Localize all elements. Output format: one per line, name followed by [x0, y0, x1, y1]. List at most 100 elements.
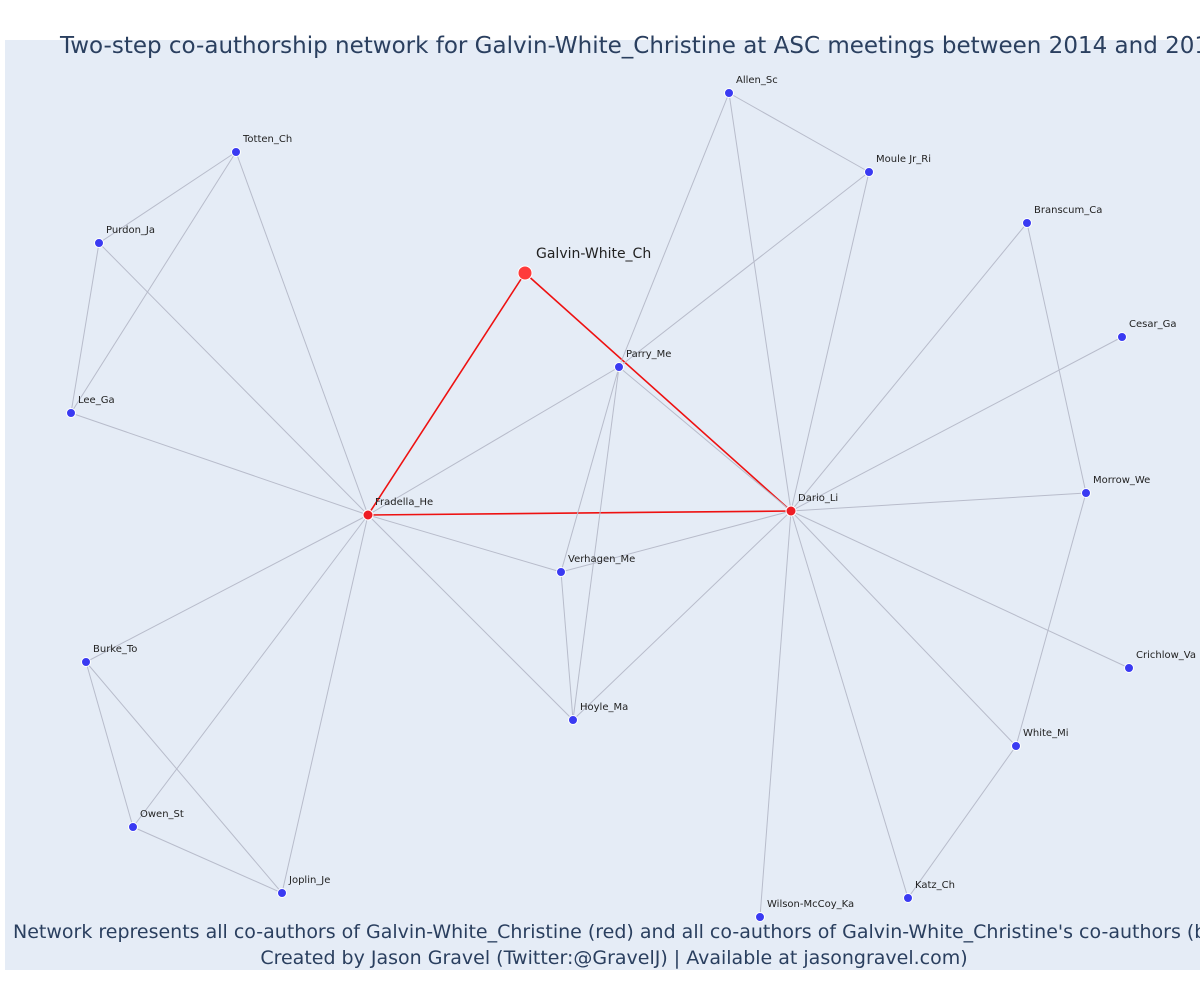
- edge-dario-branscum: [790, 222, 1028, 512]
- node-morrow[interactable]: Morrow_We: [1081, 475, 1151, 498]
- edge-fradella-parry: [367, 366, 620, 516]
- node-marker-lee[interactable]: [66, 408, 76, 418]
- node-marker-crichlow[interactable]: [1124, 663, 1134, 673]
- edge-dario-crichlow: [790, 510, 1130, 669]
- edge-allen-parry: [618, 92, 730, 368]
- node-wilson[interactable]: Wilson-McCoy_Ka: [755, 899, 855, 922]
- node-marker-fradella[interactable]: [362, 509, 374, 521]
- edge-dario-white: [790, 510, 1017, 747]
- node-label-crichlow: Crichlow_Va: [1136, 650, 1196, 661]
- node-marker-morrow[interactable]: [1081, 488, 1091, 498]
- node-dario[interactable]: Dario_Li: [785, 493, 838, 517]
- node-label-owen: Owen_St: [140, 809, 184, 820]
- node-label-moule: Moule Jr_Ri: [876, 154, 931, 165]
- node-marker-branscum[interactable]: [1022, 218, 1032, 228]
- node-hoyle[interactable]: Hoyle_Ma: [568, 702, 629, 725]
- caption-line-1: Network represents all co-authors of Gal…: [13, 921, 1200, 943]
- node-label-totten: Totten_Ch: [242, 134, 292, 145]
- edge-burke-joplin: [85, 661, 283, 894]
- edge-dario-allen: [728, 92, 792, 512]
- node-marker-purdon[interactable]: [94, 238, 104, 248]
- edge-totten-lee: [70, 151, 237, 414]
- node-label-verhagen: Verhagen_Me: [568, 554, 635, 565]
- node-branscum[interactable]: Branscum_Ca: [1022, 205, 1103, 228]
- edge-dario-wilson: [759, 510, 792, 918]
- edge-dario-hoyle: [572, 510, 792, 721]
- node-purdon[interactable]: Purdon_Ja: [94, 225, 156, 248]
- edge-purdon-lee: [70, 242, 100, 414]
- edge-fradella-totten: [235, 151, 369, 516]
- edge-dario-cesar: [790, 336, 1123, 512]
- node-marker-dario[interactable]: [785, 505, 797, 517]
- edge-fradella-joplin: [281, 514, 369, 894]
- caption-line-2: Created by Jason Gravel (Twitter:@Gravel…: [260, 947, 967, 969]
- node-parry[interactable]: Parry_Me: [614, 349, 672, 372]
- node-joplin[interactable]: Joplin_Je: [277, 875, 331, 898]
- edge-parry-verhagen: [560, 366, 620, 573]
- node-label-dario: Dario_Li: [798, 493, 838, 504]
- node-marker-moule[interactable]: [864, 167, 874, 177]
- edge-galvin-fradella: [367, 272, 526, 516]
- edge-fradella-purdon: [98, 242, 369, 516]
- node-label-fradella: Fradella_He: [375, 497, 433, 508]
- node-burke[interactable]: Burke_To: [81, 644, 138, 667]
- node-marker-burke[interactable]: [81, 657, 91, 667]
- node-label-branscum: Branscum_Ca: [1034, 205, 1102, 216]
- edge-allen-moule: [728, 92, 870, 173]
- node-marker-galvin[interactable]: [517, 265, 533, 281]
- edge-dario-moule: [790, 171, 870, 512]
- edge-burke-owen: [85, 661, 134, 828]
- node-marker-cesar[interactable]: [1117, 332, 1127, 342]
- node-label-white: White_Mi: [1023, 728, 1068, 739]
- edge-moule-parry: [618, 171, 870, 368]
- edge-parry-hoyle: [572, 366, 620, 721]
- node-marker-hoyle[interactable]: [568, 715, 578, 725]
- node-katz[interactable]: Katz_Ch: [903, 880, 956, 903]
- edge-dario-katz: [790, 510, 909, 899]
- edge-dario-verhagen: [560, 510, 792, 573]
- edge-dario-parry: [618, 366, 792, 512]
- node-fradella[interactable]: Fradella_He: [362, 497, 433, 521]
- node-marker-joplin[interactable]: [277, 888, 287, 898]
- node-crichlow[interactable]: Crichlow_Va: [1124, 650, 1196, 673]
- edge-fradella-burke: [85, 514, 369, 663]
- edge-white-katz: [907, 745, 1017, 899]
- node-marker-white[interactable]: [1011, 741, 1021, 751]
- edge-fradella-verhagen: [367, 514, 562, 573]
- node-label-wilson: Wilson-McCoy_Ka: [767, 899, 854, 910]
- node-marker-owen[interactable]: [128, 822, 138, 832]
- node-label-cesar: Cesar_Ga: [1129, 319, 1176, 330]
- node-owen[interactable]: Owen_St: [128, 809, 184, 832]
- edge-totten-purdon: [98, 151, 237, 244]
- node-label-lee: Lee_Ga: [78, 395, 115, 406]
- node-verhagen[interactable]: Verhagen_Me: [556, 554, 636, 577]
- plot-background: [5, 40, 1200, 970]
- node-marker-allen[interactable]: [724, 88, 734, 98]
- edge-layer: [70, 92, 1130, 918]
- node-label-galvin: Galvin-White_Ch: [536, 246, 651, 262]
- node-allen[interactable]: Allen_Sc: [724, 75, 778, 98]
- edge-fradella-hoyle: [367, 514, 574, 721]
- node-label-allen: Allen_Sc: [736, 75, 778, 86]
- node-marker-wilson[interactable]: [755, 912, 765, 922]
- figure-title: Two-step co-authorship network for Galvi…: [59, 33, 1200, 59]
- node-totten[interactable]: Totten_Ch: [231, 134, 293, 157]
- node-label-katz: Katz_Ch: [915, 880, 955, 891]
- node-galvin[interactable]: Galvin-White_Ch: [517, 246, 651, 281]
- edge-fradella-dario: [367, 510, 792, 516]
- node-marker-parry[interactable]: [614, 362, 624, 372]
- node-moule[interactable]: Moule Jr_Ri: [864, 154, 931, 177]
- edge-verhagen-hoyle: [560, 571, 574, 721]
- node-cesar[interactable]: Cesar_Ga: [1117, 319, 1177, 342]
- node-label-hoyle: Hoyle_Ma: [580, 702, 628, 713]
- node-white[interactable]: White_Mi: [1011, 728, 1069, 751]
- node-marker-katz[interactable]: [903, 893, 913, 903]
- node-lee[interactable]: Lee_Ga: [66, 395, 115, 418]
- node-label-purdon: Purdon_Ja: [106, 225, 155, 236]
- node-marker-verhagen[interactable]: [556, 567, 566, 577]
- node-marker-totten[interactable]: [231, 147, 241, 157]
- edge-branscum-morrow: [1026, 222, 1087, 494]
- node-label-morrow: Morrow_We: [1093, 475, 1150, 486]
